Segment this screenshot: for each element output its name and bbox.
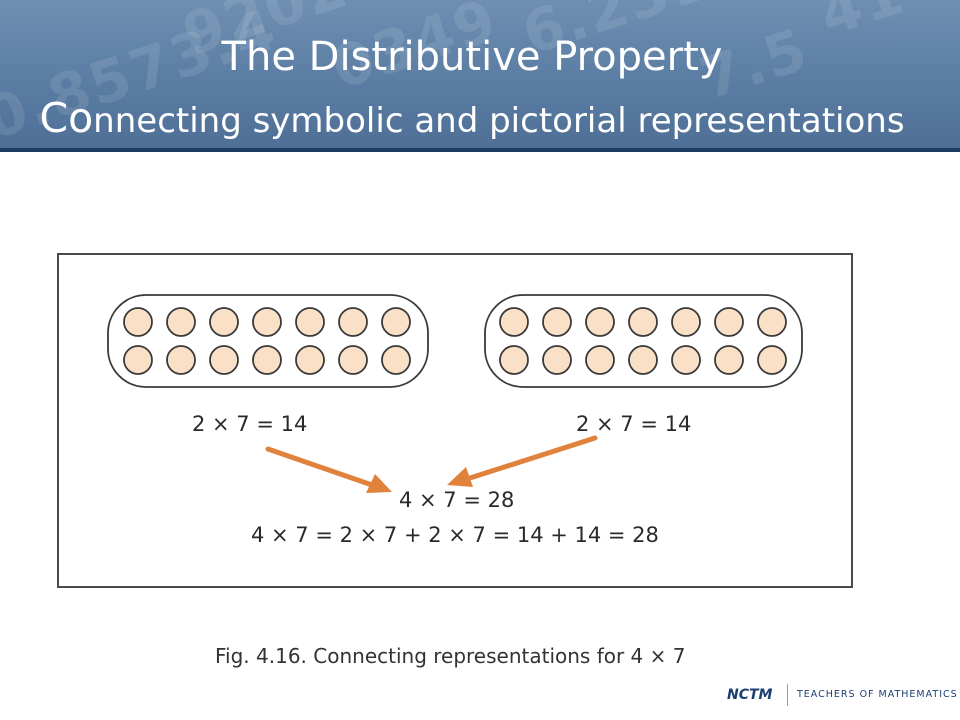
counter — [295, 307, 325, 337]
equation-expanded: 4 × 7 = 2 × 7 + 2 × 7 = 14 + 14 = 28 — [251, 523, 659, 547]
counter — [542, 307, 572, 337]
counter — [252, 307, 282, 337]
counter — [585, 345, 615, 375]
counter — [671, 345, 701, 375]
slide-subtitle: Connecting symbolic and pictorial repres… — [0, 94, 944, 142]
counter — [252, 345, 282, 375]
counter — [381, 307, 411, 337]
subtitle-cap: Co — [39, 94, 94, 142]
arrow-head-left — [366, 474, 392, 493]
counter — [123, 307, 153, 337]
counter — [628, 307, 658, 337]
header-divider — [0, 148, 960, 152]
counter — [585, 307, 615, 337]
counter — [757, 345, 787, 375]
figure-caption: Fig. 4.16. Connecting representations fo… — [215, 644, 686, 668]
arrow-shaft-left — [265, 446, 375, 488]
counter — [166, 345, 196, 375]
slide-header: 0.8573.4 92028 0349 6.231 7.5 41 The Dis… — [0, 0, 960, 148]
counter — [542, 345, 572, 375]
counters-layer — [123, 307, 787, 375]
equation-result: 4 × 7 = 28 — [399, 488, 515, 512]
counter — [209, 345, 239, 375]
counter — [338, 307, 368, 337]
counter — [671, 307, 701, 337]
counter — [499, 307, 529, 337]
logo-separator — [787, 684, 788, 706]
logo-full-name: TEACHERS OF MATHEMATICS — [797, 689, 958, 700]
equation-left: 2 × 7 = 14 — [192, 412, 308, 436]
counter — [499, 345, 529, 375]
logo-name: NCTM — [727, 687, 773, 703]
counter — [757, 307, 787, 337]
counter — [714, 345, 744, 375]
counter — [381, 345, 411, 375]
arrow-shaft-right — [467, 435, 598, 481]
counter — [209, 307, 239, 337]
equation-right: 2 × 7 = 14 — [576, 412, 692, 436]
counter — [338, 345, 368, 375]
slide-title: The Distributive Property — [221, 34, 723, 80]
counter — [714, 307, 744, 337]
arrow-head-right — [447, 467, 473, 487]
figure-frame — [57, 253, 853, 588]
subtitle-rest: nnecting symbolic and pictorial represen… — [93, 101, 905, 141]
counter — [166, 307, 196, 337]
counter — [295, 345, 325, 375]
counter — [628, 345, 658, 375]
nctm-logo: NCTM TEACHERS OF MATHEMATICS — [727, 684, 957, 710]
counter — [123, 345, 153, 375]
